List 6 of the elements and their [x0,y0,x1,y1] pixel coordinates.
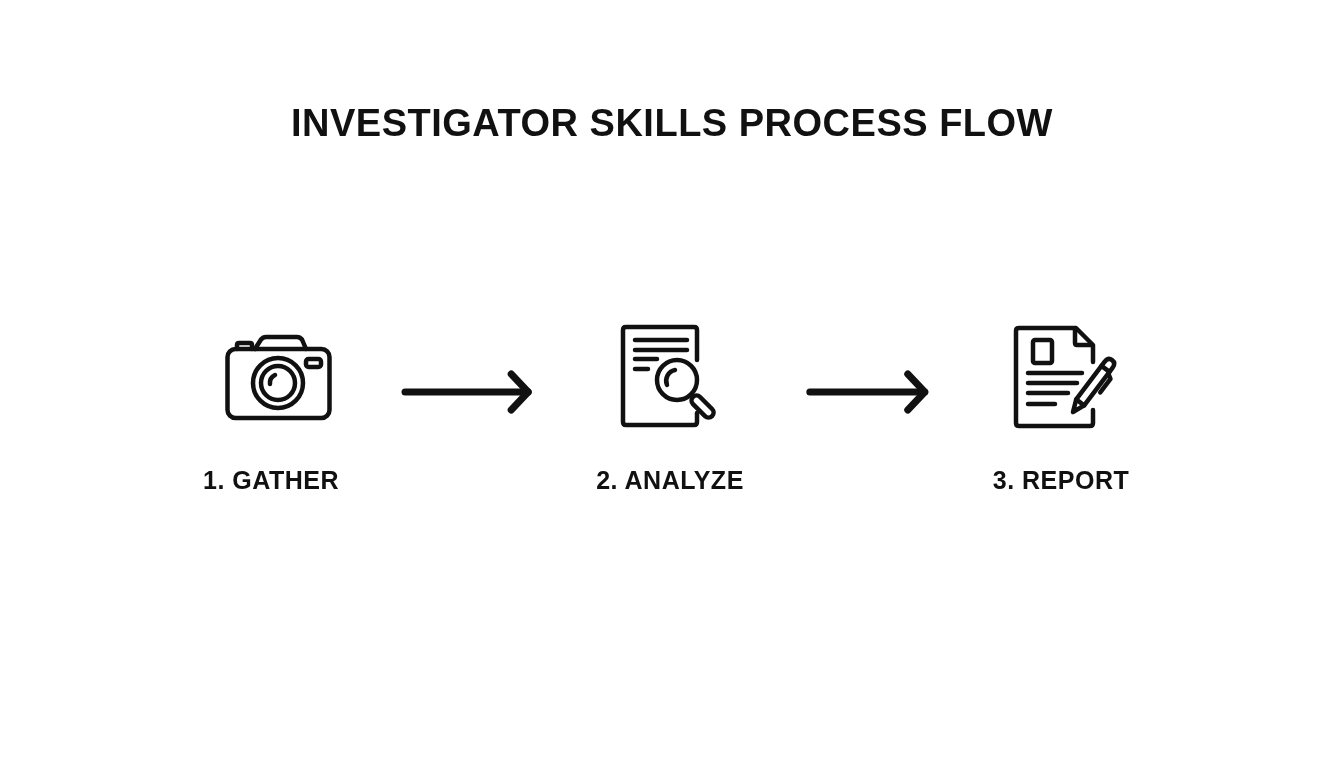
step-label: 2. ANALYZE [596,466,744,494]
step-label: 1. GATHER [203,466,339,494]
step-label: 3. REPORT [992,466,1130,494]
arrow [401,370,532,414]
diagram-title: INVESTIGATOR SKILLS PROCESS FLOW [291,101,1053,145]
arrow [806,370,929,414]
